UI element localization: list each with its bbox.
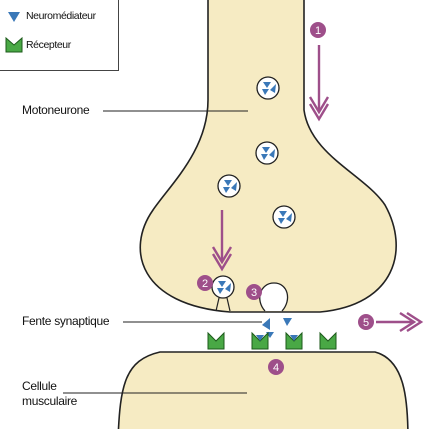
legend-neurotransmitter-label: Neuromédiateur: [26, 10, 96, 22]
step-badge-3: 3: [246, 284, 262, 300]
vesicle: [257, 77, 279, 99]
arrow-step-1: [310, 45, 328, 119]
step-badge-5: 5: [358, 314, 374, 330]
step-number: 5: [363, 317, 369, 329]
muscle-cell-label-line2: musculaire: [22, 394, 77, 408]
receptor: [208, 333, 224, 349]
legend: Neuromédiateur Récepteur: [0, 0, 119, 71]
exocytosis-vesicle: [260, 283, 288, 311]
receptor: [286, 333, 302, 349]
step-number: 4: [273, 362, 279, 374]
step-badge-2: 2: [197, 275, 213, 291]
step-number: 3: [251, 287, 257, 299]
legend-receptor-label: Récepteur: [26, 39, 71, 51]
vesicle: [273, 206, 295, 228]
muscle-cell-label-line1: Cellule: [22, 379, 57, 393]
step-badge-4: 4: [268, 359, 284, 375]
step-number: 2: [202, 278, 208, 290]
vesicle: [256, 142, 278, 164]
step-badge-1: 1: [310, 22, 326, 38]
vesicle: [218, 175, 240, 197]
neurotransmitter-icon: [6, 10, 22, 24]
arrow-step-5: [376, 313, 421, 331]
step-number: 1: [315, 25, 321, 37]
synaptic-cleft-label: Fente synaptique: [22, 314, 109, 328]
motoneuron-label: Motoneurone: [22, 103, 89, 117]
receptor-icon: [5, 37, 23, 53]
receptor: [252, 333, 268, 349]
muscle-cell-shape: [118, 352, 408, 429]
receptor: [320, 333, 336, 349]
